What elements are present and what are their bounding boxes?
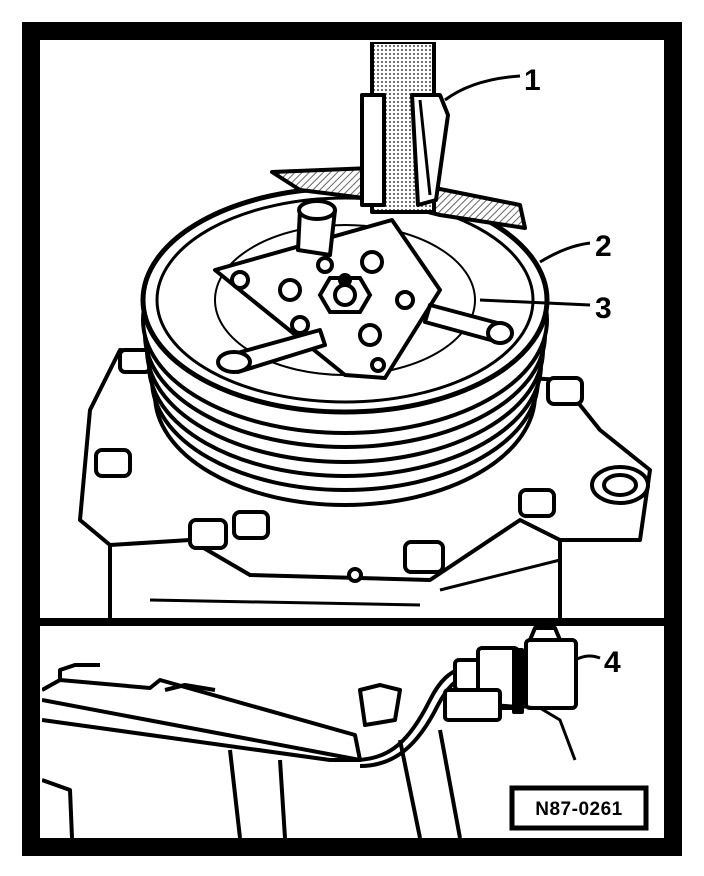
leader-lines xyxy=(444,74,591,307)
clutch-plate xyxy=(213,218,442,380)
puller-pins xyxy=(216,199,514,374)
callout-4: 4 xyxy=(604,646,621,679)
top-panel-compressor-illustration xyxy=(78,42,652,620)
callout-3: 3 xyxy=(595,292,612,325)
reference-code: N87-0261 xyxy=(535,799,622,820)
callout-1: 1 xyxy=(524,64,541,97)
callout-2: 2 xyxy=(595,230,612,263)
bottom-panel-connector-illustration xyxy=(42,626,649,838)
reference-code-box xyxy=(509,785,649,831)
connector-plug xyxy=(443,626,578,761)
puller-tool xyxy=(270,42,527,230)
panel-divider xyxy=(40,618,664,626)
leader-line-4 xyxy=(574,654,601,662)
mounting-bolts xyxy=(94,348,584,583)
housing-outline xyxy=(42,663,462,838)
